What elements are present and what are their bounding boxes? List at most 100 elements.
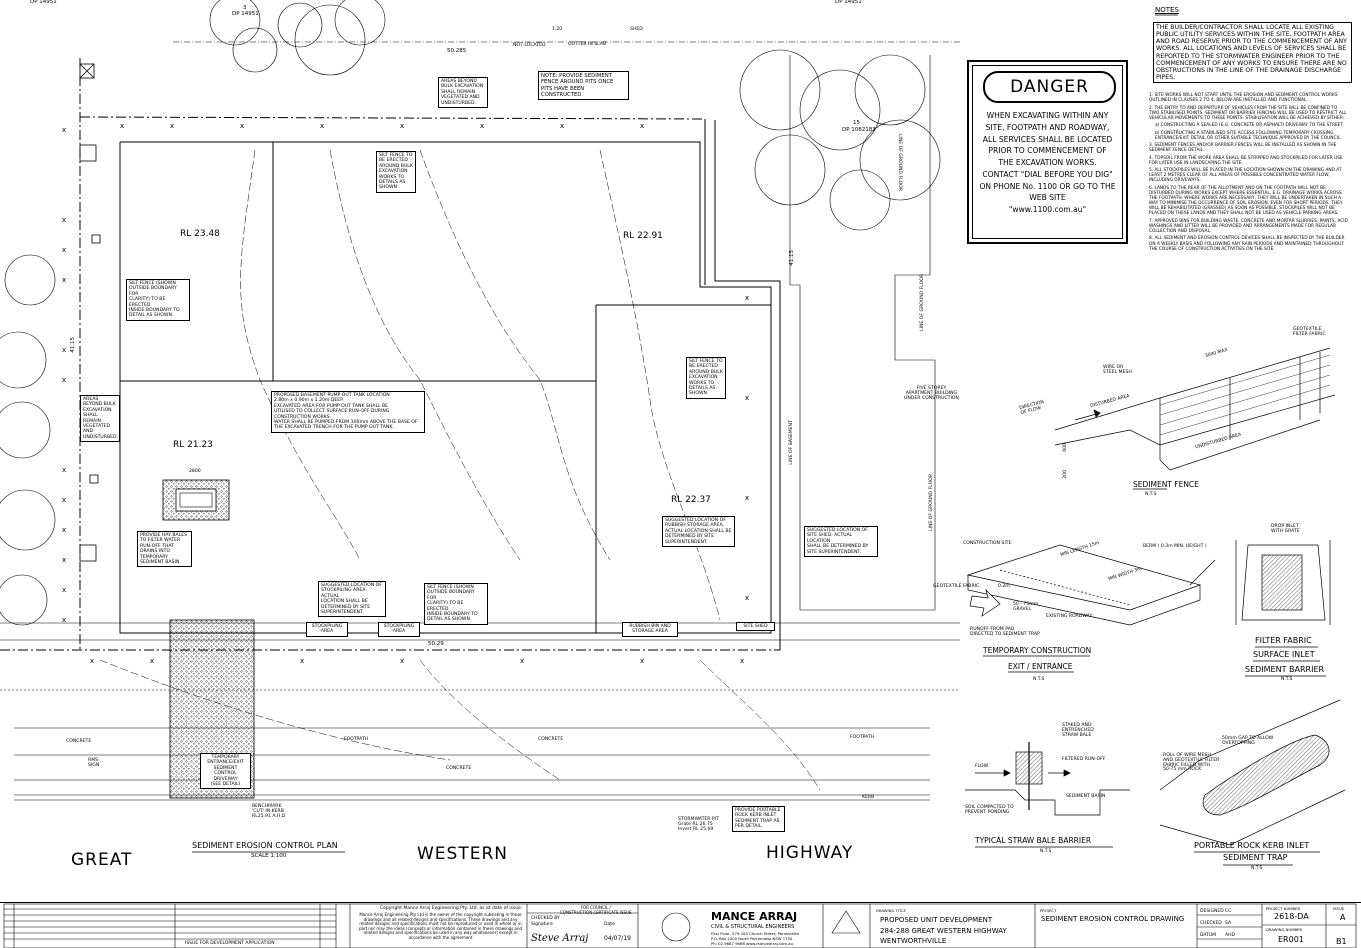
- exit-gravel-label: 50 - 75mm GRAVEL: [1013, 602, 1039, 612]
- copyright-text: Mance Arraj Engineering Pty Ltd is the o…: [358, 912, 523, 940]
- exit-title-1: TEMPORARY CONSTRUCTION: [983, 646, 1092, 655]
- svg-text:x: x: [520, 657, 524, 665]
- note-areas-beyond-left: AREAS BEYOND BULK EXCAVATION SHALL REMAI…: [80, 395, 120, 443]
- notes-heading: NOTES: [1155, 6, 1179, 14]
- fence-dim-600: 600: [1062, 443, 1068, 452]
- level-rl-23-48: RL 23.48: [180, 229, 220, 239]
- filter-title-3: SEDIMENT BARRIER: [1245, 665, 1325, 674]
- filter-nts: N.T.S: [1281, 677, 1293, 682]
- note-rubbish-location: SUGGESTED LOCATION OF RUBBISH STORAGE AR…: [662, 516, 735, 548]
- exit-depth-label: 0.2m: [998, 584, 1010, 589]
- lot-dp-top-right: DP 14951: [835, 0, 862, 5]
- svg-text:x: x: [62, 216, 66, 224]
- note-temporary-driveway: TEMPORARY ENTRANCE/EXIT SEDIMENT CONTROL…: [200, 753, 251, 790]
- project-label: PROJECT: [1040, 908, 1057, 913]
- issue-value: A: [1340, 913, 1346, 922]
- svg-text:x: x: [62, 246, 66, 254]
- exit-nts: N.T.S: [1033, 677, 1045, 682]
- sediment-fence-title: SEDIMENT FENCE: [1133, 480, 1199, 489]
- level-rl-21-23: RL 21.23: [173, 440, 213, 450]
- exit-fabric-label: GEOTEXTILE FABRIC: [933, 584, 980, 589]
- sediment-fence-detail: [1054, 347, 1336, 471]
- svg-text:x: x: [400, 122, 404, 130]
- level-rl-22-37: RL 22.37: [671, 495, 711, 505]
- svg-text:x: x: [62, 346, 66, 354]
- street-footpath-1: FOOTPATH: [344, 737, 369, 742]
- fence-geotextile-label: GEOTEXTILE FILTER FABRIC: [1293, 327, 1326, 337]
- note-item-2b: b) CONSTRUCTING A STABILISED SITE ACCESS…: [1155, 130, 1342, 141]
- note-stockpiling-location: SUGGESTED LOCATION OF STOCKPILING AREA. …: [318, 581, 386, 618]
- project-name: SEDIMENT EROSION CONTROL DRAWING: [1041, 915, 1185, 923]
- gutter-label: GUTTER IN SLAB: [568, 42, 607, 47]
- svg-text:x: x: [560, 122, 564, 130]
- road-name-western: WESTERN: [417, 844, 508, 864]
- note-silt-fence-outside-bottom: SILT FENCE (SHOWN OUTSIDE BOUNDARY FOR C…: [424, 583, 488, 625]
- benchmark-label: BENCHMARK 'CUT' IN KERB RL25.91 A.H.D: [252, 804, 286, 819]
- note-item-2a: a) CONSTRUCTING A SEALED (E.G. CONCRETE …: [1155, 123, 1344, 129]
- note-areas-beyond-top: AREAS BEYOND BULK EXCAVATION SHALL REMAI…: [438, 77, 488, 109]
- company-name: MANCE ARRAJ: [711, 910, 798, 923]
- exit-title-2: EXIT / ENTRANCE: [1008, 662, 1073, 671]
- straw-bale-detail: [965, 742, 1130, 816]
- title-block: ISSUE FOR DEVELOPMENT APPLICATION Copyri…: [0, 902, 1361, 948]
- designed-label: DESIGNED: [1200, 909, 1224, 914]
- stockpiling-area-2: STOCKPILING AREA: [378, 622, 420, 637]
- notes-intro: THE BUILDER/CONTRACTOR SHALL LOCATE ALL …: [1153, 22, 1352, 83]
- danger-sign-border: DANGER WHEN EXCAVATING WITHIN ANY SITE, …: [972, 65, 1123, 239]
- construction-exit-detail: [966, 544, 1216, 626]
- lot-3-number: 3: [243, 5, 247, 11]
- svg-text:x: x: [640, 122, 644, 130]
- stockpiling-area-1: STOCKPILING AREA: [306, 622, 348, 637]
- line-of-ground-floor-bottom: LINE OF GROUND FLOOR: [929, 473, 935, 531]
- svg-text:x: x: [745, 494, 749, 502]
- note-item-4: 4. TOPSOIL FROM THE WORK AREA SHALL BE S…: [1149, 155, 1343, 166]
- danger-heading: DANGER: [983, 71, 1116, 103]
- straw-bale-label: STAKED AND ENTRENCHED STRAW BALE: [1062, 723, 1094, 738]
- rms-sign-label: RMS SIGN: [88, 758, 100, 768]
- exit-site-label: CONSTRUCTION SITE: [963, 541, 1012, 546]
- street-concrete-2: CONCRETE: [538, 737, 564, 742]
- svg-text:x: x: [400, 657, 404, 665]
- dim-right: 41.15: [788, 250, 795, 266]
- building-label: FIVE STOREY APARTMENT BUILDING UNDER CON…: [904, 386, 959, 401]
- filter-title-2: SURFACE INLET: [1253, 650, 1315, 659]
- street-kerb: KERB: [862, 795, 875, 800]
- note-silt-fence-outside-left: SILT FENCE (SHOWN OUTSIDE BOUNDARY FOR C…: [126, 279, 190, 321]
- note-pump-out-tank: PROPOSED BASEMENT PUMP OUT TANK LOCATION…: [271, 391, 425, 433]
- sediment-fence-nts: N.T.S: [1145, 492, 1157, 497]
- svg-text:x: x: [62, 616, 66, 624]
- dim-pit: 2800: [189, 469, 201, 474]
- exit-road-label: EXISTING ROADWAY: [1046, 614, 1093, 619]
- note-site-shed-location: SUGGESTED LOCATION OF SITE SHED. ACTUAL …: [804, 526, 878, 558]
- checked-by-label: CHECKED BY: [531, 916, 560, 921]
- svg-text:x: x: [62, 556, 66, 564]
- road-name-highway: HIGHWAY: [766, 843, 854, 863]
- stormwater-pit-label: STORMWATER PIT Grate RL 26.75 Invert RL …: [678, 817, 719, 832]
- straw-flow-label: FLOW: [975, 764, 989, 769]
- rock-title-2: SEDIMENT TRAP: [1223, 853, 1288, 862]
- copyright-head: Copyright Mance Arraj Engineering Pty. L…: [380, 906, 523, 911]
- shed-label: SHED: [630, 27, 643, 32]
- drawing-title-label: DRAWING TITLE: [876, 908, 906, 913]
- plan-scale: SCALE 1:100: [251, 853, 287, 859]
- dim-left: 41.15: [69, 337, 76, 353]
- note-item-7: 7. APPROVED BINS FOR BUILDING WASTE, CON…: [1149, 218, 1348, 235]
- dim-bottom: 50.29: [428, 641, 444, 647]
- street-footpath-2: FOOTPATH: [850, 735, 875, 740]
- straw-title: TYPICAL STRAW BALE BARRIER: [975, 836, 1092, 845]
- designed-value: CC: [1225, 909, 1232, 914]
- straw-filtered-label: FILTERED RUN-OFF: [1062, 757, 1106, 762]
- fence-dim-200: 200: [1062, 470, 1068, 479]
- note-item-8: 8. ALL SEDIMENT AND EROSION CONTROL DEVI…: [1149, 236, 1345, 252]
- filter-title-1: FILTER FABRIC: [1255, 636, 1312, 645]
- lot-15-number: 15: [853, 120, 860, 126]
- note-item-1: 1. SITE WORKS WILL NOT START UNTIL THE E…: [1149, 93, 1338, 104]
- issue-row: ISSUE FOR DEVELOPMENT APPLICATION: [185, 941, 275, 946]
- checked-value: SA: [1225, 921, 1232, 926]
- svg-text:x: x: [120, 122, 124, 130]
- issue-label: ISSUE: [1333, 906, 1345, 911]
- company-sub: CIVIL & STRUCTURAL ENGINEERS: [711, 924, 795, 930]
- straw-soil-label: SOIL COMPACTED TO PREVENT PONDING: [965, 805, 1014, 815]
- svg-text:x: x: [62, 126, 66, 134]
- line-of-basement-label: LINE OF BASEMENT: [788, 420, 794, 465]
